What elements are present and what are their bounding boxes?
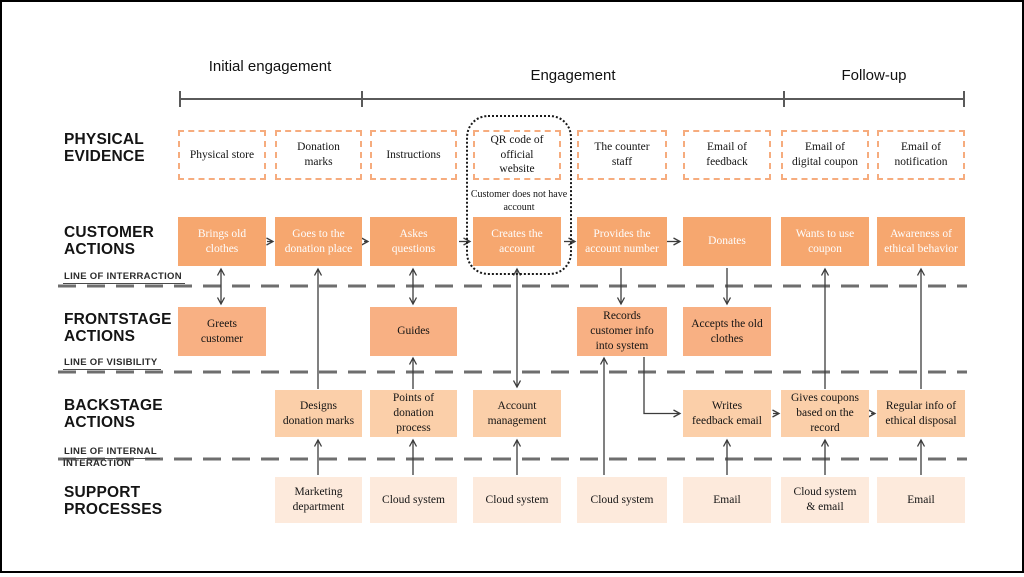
line-of-interaction-label: LINE OF INTERRACTION	[63, 271, 185, 285]
phase-follow-up: Follow-up	[841, 67, 907, 84]
interaction-text: INTERACTION	[63, 458, 132, 470]
bs-gives-coupons-based-on-record: Gives coupons based on the record	[781, 390, 869, 437]
sp-cloud-system-1: Cloud system	[370, 477, 457, 523]
row-label-backstage-actions: BACKSTAGE ACTIONS	[64, 397, 163, 432]
ca-goes-to-donation-place: Goes to the donation place	[275, 217, 362, 266]
ca-provides-account-number: Provides the account number	[577, 217, 667, 266]
bs-points-of-donation-process: Points of donation process	[370, 390, 457, 437]
sp-marketing-department: Marketing department	[275, 477, 362, 523]
ca-awareness-of-ethical-behavior: Awareness of ethical behavior	[877, 217, 965, 266]
pe-counter-staff: The counter staff	[577, 130, 667, 180]
sp-cloud-system-2: Cloud system	[473, 477, 561, 523]
sp-cloud-system-and-email: Cloud system & email	[781, 477, 869, 523]
pe-donation-marks: Donation marks	[275, 130, 362, 180]
fs-records-customer-info: Records customer info into system	[577, 307, 667, 356]
ca-wants-to-use-coupon: Wants to use coupon	[781, 217, 869, 266]
row-label-frontstage-actions: FRONTSTAGE ACTIONS	[64, 311, 172, 346]
ca-askes-questions: Askes questions	[370, 217, 457, 266]
pe-email-of-notification: Email of notification	[877, 130, 965, 180]
phase-engagement: Engagement	[530, 67, 616, 84]
bs-regular-info-ethical-disposal: Regular info of ethical disposal	[877, 390, 965, 437]
line-of-visibility-label: LINE OF VISIBILITY	[63, 357, 161, 371]
ca-creates-the-account: Creates the account	[473, 217, 561, 266]
line-of-interaction-text: LINE OF INTERRACTION	[63, 271, 185, 285]
no-account-note: Customer does not have account	[470, 189, 568, 213]
row-label-physical-evidence: PHYSICAL EVIDENCE	[64, 131, 145, 166]
row-label-customer-actions: CUSTOMER ACTIONS	[64, 224, 155, 259]
pe-physical-store: Physical store	[178, 130, 266, 180]
sp-email-2: Email	[877, 477, 965, 523]
ca-donates: Donates	[683, 217, 771, 266]
bs-account-management: Account management	[473, 390, 561, 437]
sp-cloud-system-3: Cloud system	[577, 477, 667, 523]
fs-greets-customer: Greets customer	[178, 307, 266, 356]
line-of-internal-text: LINE OF INTERNAL	[63, 446, 160, 460]
bs-writes-feedback-email: Writes feedback email	[683, 390, 771, 437]
pe-qr-code-official-website: QR code of official website	[473, 130, 561, 180]
line-of-visibility-text: LINE OF VISIBILITY	[63, 357, 161, 371]
row-label-support-processes: SUPPORT PROCESSES	[64, 484, 163, 519]
bs-designs-donation-marks: Designs donation marks	[275, 390, 362, 437]
pe-instructions: Instructions	[370, 130, 457, 180]
phase-initial-engagement: Initial engagement	[208, 58, 332, 75]
pe-email-of-feedback: Email of feedback	[683, 130, 771, 180]
fs-accepts-old-clothes: Accepts the old clothes	[683, 307, 771, 356]
pe-email-of-digital-coupon: Email of digital coupon	[781, 130, 869, 180]
sp-email-1: Email	[683, 477, 771, 523]
ca-brings-old-clothes: Brings old clothes	[178, 217, 266, 266]
line-of-internal-interaction-label: LINE OF INTERNAL INTERACTION	[63, 446, 160, 470]
fs-guides: Guides	[370, 307, 457, 356]
